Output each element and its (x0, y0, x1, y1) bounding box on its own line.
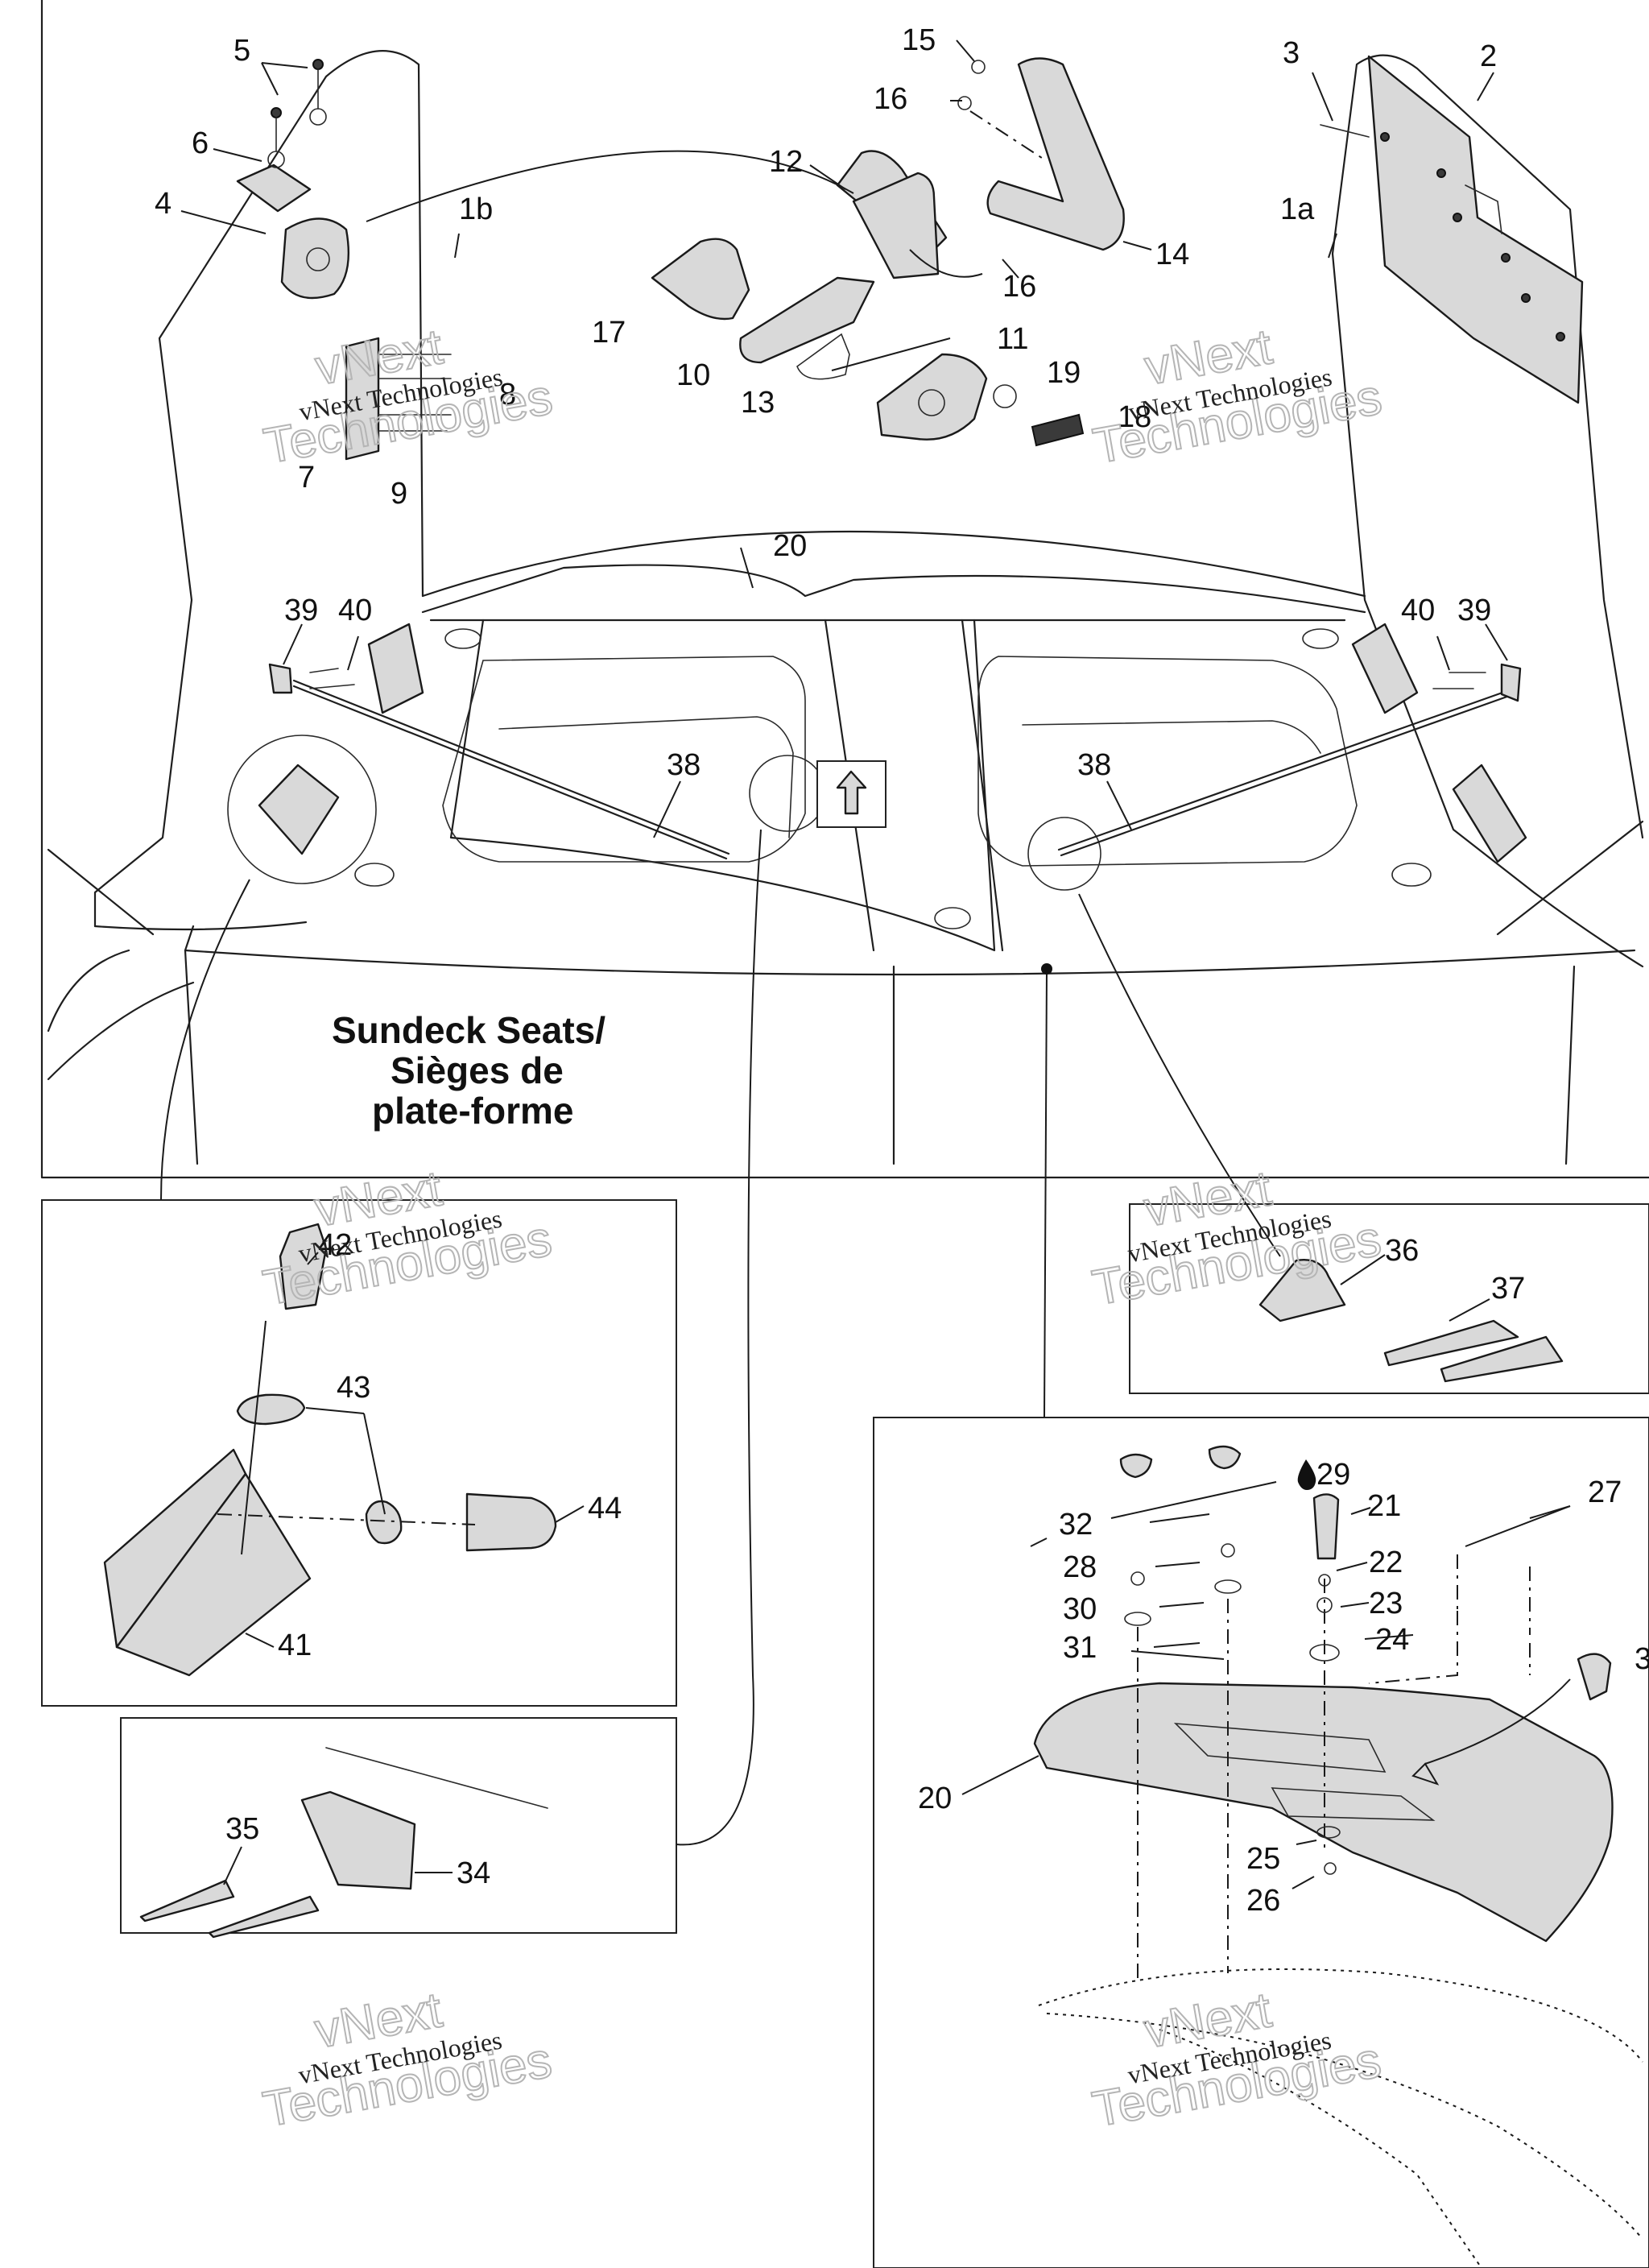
callout-26: 26 (1246, 1884, 1280, 1918)
callout-3-partial: 3 (1635, 1642, 1649, 1676)
callout-43: 43 (337, 1371, 370, 1405)
inset-rod-end (1129, 1203, 1649, 1394)
watermark-bottom-left: Technologies vNext vNext Technologies (258, 1981, 556, 2138)
diagram-caption: Sundeck Seats/ Sièges de plate-forme (332, 1009, 605, 1132)
callout-5: 5 (234, 34, 250, 68)
caption-line-2: Sièges de (391, 1049, 564, 1091)
inset-seat-assembly (873, 1417, 1649, 2268)
callout-30: 30 (1063, 1592, 1097, 1626)
headrest-assembly (236, 59, 452, 461)
caption-line-3: plate-forme (372, 1090, 573, 1132)
callout-31: 31 (1063, 1631, 1097, 1665)
callout-39a: 39 (284, 594, 318, 627)
callout-21: 21 (1367, 1489, 1401, 1523)
callout-20b: 20 (918, 1782, 952, 1815)
callout-leaders (180, 39, 1571, 1889)
callout-28: 28 (1063, 1550, 1097, 1584)
callout-24: 24 (1375, 1623, 1409, 1657)
support-rod-right (1057, 687, 1515, 851)
callout-15: 15 (902, 23, 936, 57)
connector-dot (1041, 963, 1052, 975)
callout-1b: 1b (459, 192, 493, 226)
callout-22: 22 (1369, 1546, 1403, 1579)
callout-8: 8 (499, 378, 516, 412)
callout-7: 7 (298, 461, 315, 495)
seat-well-right (977, 656, 1358, 867)
callout-2: 2 (1480, 39, 1497, 73)
callout-32: 32 (1059, 1508, 1093, 1542)
hinge-hardware-center (366, 57, 1125, 447)
callout-1a: 1a (1280, 192, 1315, 226)
callout-29: 29 (1316, 1458, 1350, 1492)
callout-41: 41 (278, 1629, 312, 1662)
callout-10: 10 (676, 358, 710, 392)
callout-11: 11 (997, 322, 1028, 356)
callout-40a: 40 (338, 594, 372, 627)
inset-hinge (41, 1199, 677, 1707)
backrest-plate-right (1320, 55, 1584, 404)
callout-16b: 16 (1002, 270, 1036, 304)
callout-35: 35 (225, 1812, 259, 1846)
callout-13: 13 (741, 386, 775, 420)
callout-16a: 16 (874, 82, 907, 116)
callout-4: 4 (155, 187, 172, 221)
callout-44: 44 (588, 1492, 622, 1525)
backrest-left (93, 50, 424, 928)
callout-39b: 39 (1457, 594, 1491, 627)
callout-38a: 38 (667, 748, 701, 782)
callout-23: 23 (1369, 1587, 1403, 1620)
callout-36: 36 (1385, 1234, 1419, 1268)
callout-42: 42 (318, 1228, 352, 1262)
hinge-detail-left (258, 623, 1527, 863)
inset-bracket-rivets (120, 1717, 677, 1939)
callout-3: 3 (1283, 36, 1300, 70)
callout-25: 25 (1246, 1842, 1280, 1876)
callout-14: 14 (1155, 238, 1189, 271)
callout-18: 18 (1118, 400, 1151, 434)
inset-leaders (160, 829, 1281, 1846)
callout-37: 37 (1491, 1272, 1525, 1306)
watermark-top-left: Technologies vNext vNext Technologies (259, 318, 557, 475)
backrest-right (1331, 252, 1644, 968)
callout-38b: 38 (1077, 748, 1111, 782)
callout-9: 9 (391, 477, 407, 511)
callout-labels: 1b 1a 2 3 4 5 6 7 8 9 10 11 12 13 14 15 … (155, 23, 1649, 1918)
caption-line-1: Sundeck Seats/ (332, 1009, 605, 1051)
callout-17: 17 (592, 316, 626, 350)
support-rod-left (292, 679, 730, 855)
seat-well-left (442, 656, 806, 863)
callout-40b: 40 (1401, 594, 1435, 627)
main-illustration (40, 0, 1649, 1179)
callout-20: 20 (773, 529, 807, 563)
callout-27: 27 (1588, 1475, 1622, 1509)
callout-34: 34 (457, 1856, 490, 1890)
callout-6: 6 (192, 126, 209, 160)
lubricant-drop-icon (1297, 1459, 1316, 1490)
callout-19: 19 (1047, 356, 1081, 390)
callout-12: 12 (769, 145, 803, 179)
